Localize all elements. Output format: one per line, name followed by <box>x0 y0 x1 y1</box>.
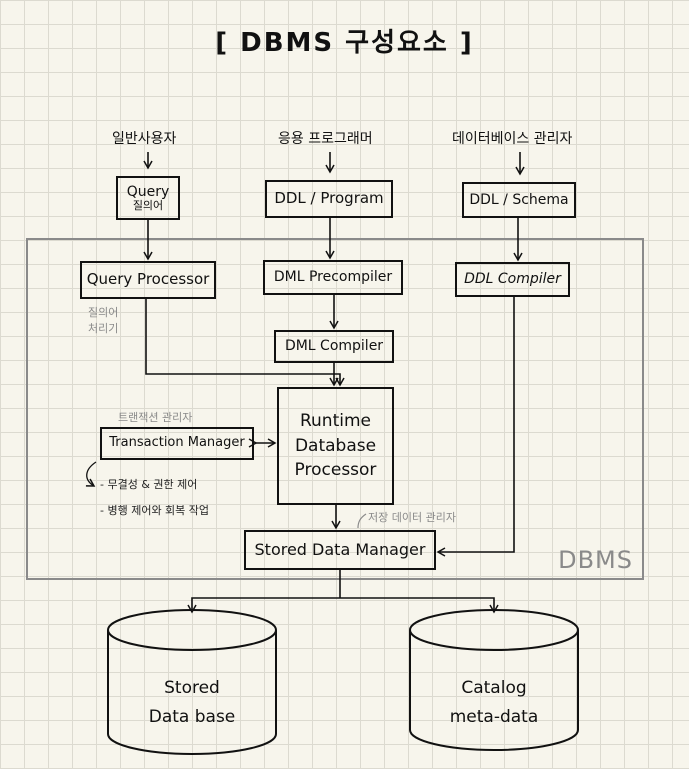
query-box-label: Query <box>126 183 170 200</box>
catalog-cylinder <box>409 609 579 751</box>
stored-data-manager-note: 저장 데이터 관리자 <box>368 511 456 524</box>
query-processor-note-1: 질의어 <box>88 306 119 319</box>
page-title: [ DBMS 구성요소 ] <box>215 28 474 58</box>
tm-role-pointer <box>85 461 97 487</box>
stored-db-line1: Stored <box>164 678 220 698</box>
sdm-note-pointer <box>357 513 367 529</box>
user-general-label: 일반사용자 <box>112 131 177 147</box>
ddl-compiler-box: DDL Compiler <box>455 262 570 297</box>
query-box-sublabel: 질의어 <box>132 198 164 212</box>
dml-compiler-box: DML Compiler <box>274 330 394 363</box>
stored-db-line2: Data base <box>148 706 236 727</box>
ddl-program-label: DDL / Program <box>274 189 384 208</box>
catalog-line1: Catalog <box>461 678 527 698</box>
stored-data-manager-label: Stored Data Manager <box>254 539 426 559</box>
runtime-label-line3: Processor <box>294 460 377 481</box>
tm-role-integrity: - 무결성 & 권한 제어 <box>100 478 198 491</box>
runtime-label-line2: Database <box>294 435 377 456</box>
arrow-sdm-to-catalog <box>340 597 499 614</box>
query-processor-label: Query Processor <box>86 270 210 289</box>
arrow-ddl-compiler-to-sdm <box>436 297 515 557</box>
dml-precompiler-box: DML Precompiler <box>263 260 403 295</box>
transaction-manager-note: 트랜잭션 관리자 <box>118 411 193 424</box>
stored-db-text: Stored Data base <box>120 674 264 732</box>
catalog-text: Catalog meta-data <box>422 674 566 732</box>
dml-precompiler-label: DML Precompiler <box>273 269 393 286</box>
stored-database-cylinder <box>107 609 277 755</box>
query-processor-note-2: 처리기 <box>88 322 119 335</box>
ddl-schema-box: DDL / Schema <box>462 182 576 218</box>
transaction-manager-label: Transaction Manager <box>109 435 245 451</box>
arrow-sdm-to-stored-db <box>187 597 340 614</box>
user-app-programmer-label: 응용 프로그래머 <box>278 131 373 147</box>
dbms-region-label: DBMS <box>558 546 633 574</box>
ddl-program-box: DDL / Program <box>265 180 393 218</box>
ddl-schema-label: DDL / Schema <box>469 191 569 208</box>
stored-data-manager-box: Stored Data Manager <box>244 530 436 570</box>
dbms-region <box>26 238 644 580</box>
user-dba-label: 데이터베이스 관리자 <box>452 131 573 147</box>
dml-compiler-label: DML Compiler <box>284 338 384 355</box>
runtime-label-line1: Runtime <box>299 411 371 432</box>
runtime-processor-box: Runtime Database Processor <box>277 387 394 505</box>
query-box: Query 질의어 <box>116 176 180 220</box>
query-processor-box: Query Processor <box>80 261 216 299</box>
arrow-query-processor-to-runtime <box>145 299 345 387</box>
ddl-compiler-label: DDL Compiler <box>464 271 561 288</box>
catalog-line2: meta-data <box>449 706 539 727</box>
tm-role-concurrency: - 병행 제어와 회복 작업 <box>100 504 210 517</box>
